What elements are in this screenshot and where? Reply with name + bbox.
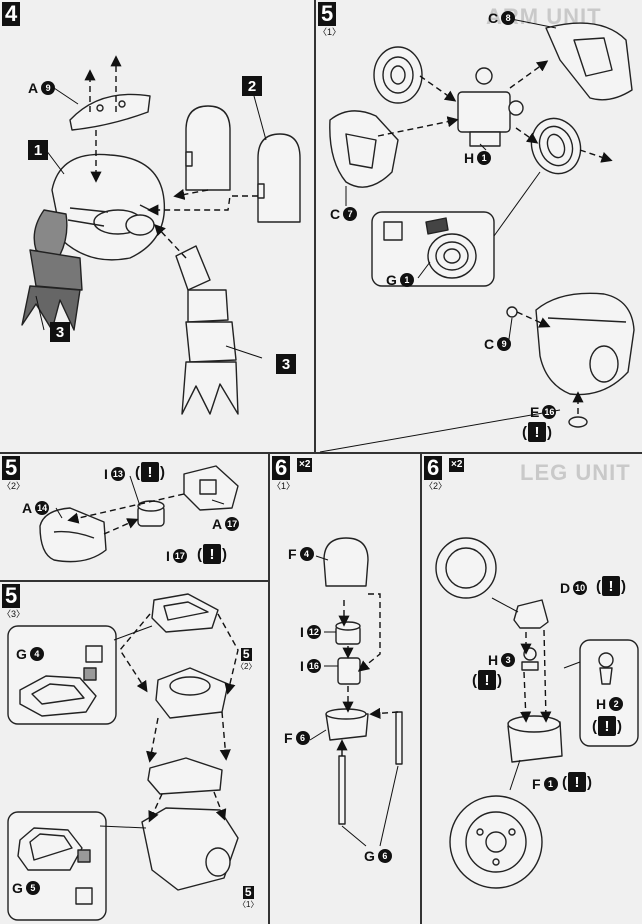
- caution-mark: (!): [596, 576, 626, 596]
- step5-1-assembled-shoulder: [506, 292, 635, 428]
- divider: [314, 0, 316, 454]
- panel-step-6-1: [270, 454, 420, 924]
- divider: [0, 452, 642, 454]
- step-number: 6: [272, 456, 291, 480]
- caution-mark: (!): [197, 544, 227, 564]
- step5-1-ribbed-shield: [530, 117, 582, 175]
- step5-1-shell-C8: [545, 22, 633, 101]
- step-substep: 〈3〉: [2, 609, 26, 619]
- reference-step-5-1: 5〈1〉: [238, 885, 259, 910]
- step-number: 5: [2, 584, 21, 608]
- step6-2-foot-detail: [449, 795, 543, 889]
- step-number: 5: [318, 2, 337, 26]
- step4-head-body: [51, 153, 166, 261]
- step6-1-part-I12: [335, 621, 361, 645]
- step5-2-part-I13: [137, 500, 165, 527]
- multiplier-badge: ×2: [297, 458, 313, 472]
- step6-2-inset-H2: [579, 639, 639, 747]
- step6-2-part-D10: [513, 599, 549, 629]
- divider: [268, 452, 270, 924]
- step4-cylinder-right: [257, 133, 301, 223]
- step4-cylinder-left: [185, 105, 231, 191]
- step4-right-arm: [175, 245, 239, 415]
- step-6-1-badge: 6〈1〉 ×2: [272, 456, 313, 492]
- step5-3-inset-G4: [7, 625, 117, 725]
- multiplier-badge: ×2: [449, 458, 465, 472]
- ghost-title-leg-unit: LEG UNIT: [520, 460, 631, 485]
- step4-dome-cap: [69, 93, 151, 131]
- step5-1-frame-H1: [457, 67, 524, 147]
- subassembly-badge-1: 1: [28, 140, 48, 160]
- step6-1-part-F6: [325, 708, 369, 741]
- step6-1-part-I16: [337, 657, 361, 685]
- step-substep: 〈2〉: [424, 481, 448, 491]
- step5-1-shell-top: [373, 46, 423, 104]
- step-number: 6: [424, 456, 443, 480]
- caution-mark: (!): [592, 716, 622, 736]
- reference-step-5-2: 5〈2〉: [236, 647, 257, 672]
- step-substep: 〈1〉: [318, 27, 342, 37]
- step-number: 5: [2, 456, 21, 480]
- step5-2-part-A17: [183, 465, 239, 511]
- step-5-3-badge: 5〈3〉: [2, 584, 25, 620]
- step-5-2-badge: 5〈2〉: [2, 456, 25, 492]
- caution-mark: (!): [135, 462, 165, 482]
- step-substep: 〈2〉: [2, 481, 26, 491]
- caution-mark: (!): [562, 772, 592, 792]
- divider: [0, 580, 268, 582]
- step5-2-part-A14: [39, 507, 107, 563]
- step-6-2-badge: 6〈2〉 ×2: [424, 456, 465, 492]
- subassembly-badge-2: 2: [242, 76, 262, 96]
- step-number: 4: [2, 2, 21, 26]
- step6-2-ball-H3: [521, 647, 539, 671]
- divider: [420, 452, 422, 924]
- assembly-guides: [67, 55, 613, 823]
- step-5-1-badge: 5〈1〉: [318, 2, 341, 38]
- step5-3-inset-G5: [7, 811, 107, 921]
- step6-2-ring-detail: [435, 537, 497, 599]
- step-substep: 〈1〉: [272, 481, 296, 491]
- step5-1-detail-inset: [371, 211, 495, 287]
- step6-2-part-F1: [507, 715, 563, 763]
- step-4-badge: 4: [2, 2, 21, 26]
- step5-3-rings: [141, 593, 239, 891]
- subassembly-badge-3: 3: [276, 354, 296, 374]
- step6-1-part-F4: [323, 537, 369, 587]
- step5-1-shell-C7: [329, 110, 399, 188]
- caution-mark: (!): [472, 670, 502, 690]
- caution-mark: (!): [522, 422, 552, 442]
- subassembly-badge-3: 3: [50, 322, 70, 342]
